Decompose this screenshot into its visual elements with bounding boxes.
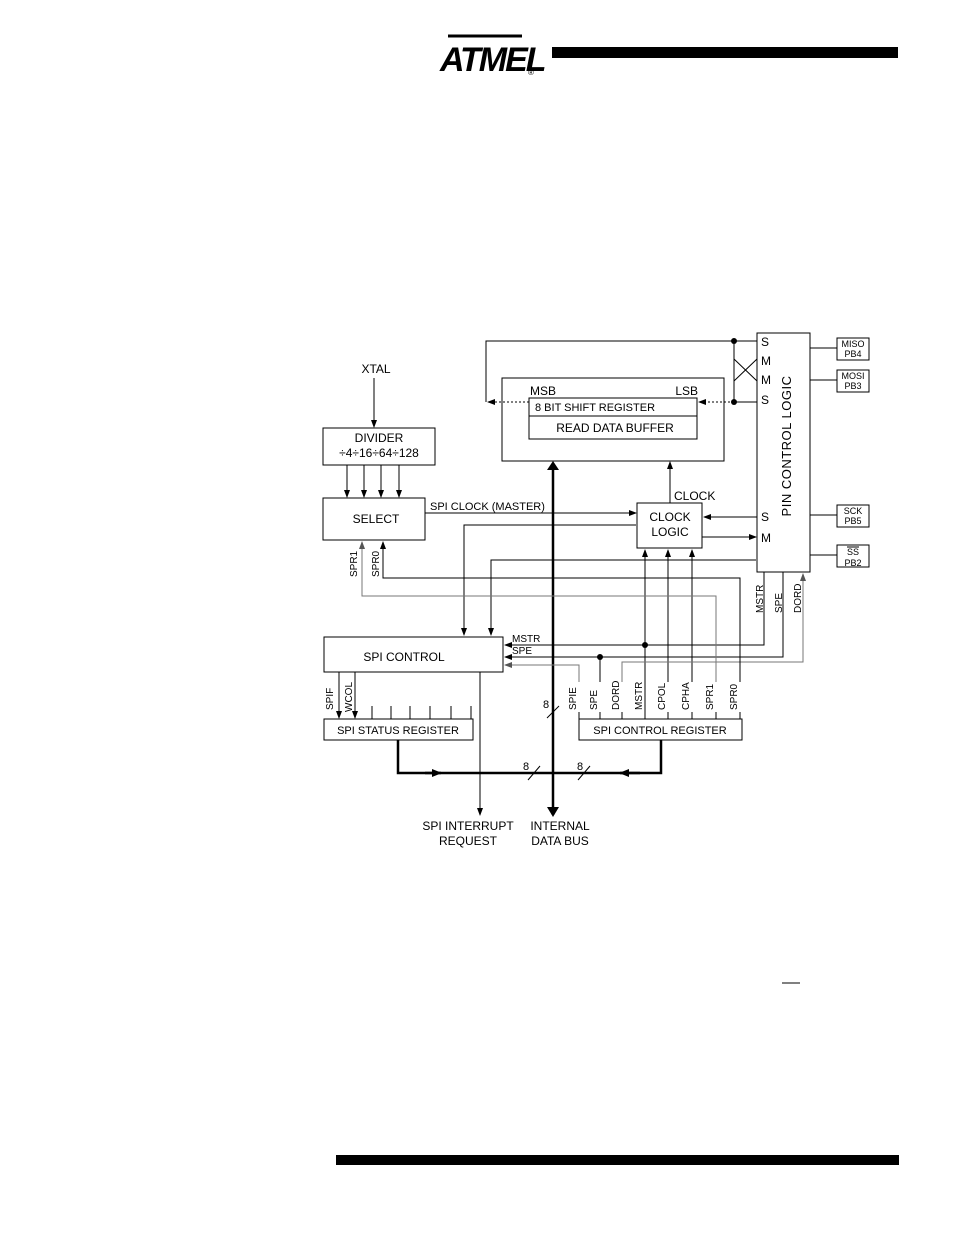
divider-ratios: ÷4÷16÷64÷128 xyxy=(339,446,419,460)
pin-io-m2: M xyxy=(761,373,771,387)
pin-dord-label: DORD xyxy=(793,584,804,613)
pin-spe-label: SPE xyxy=(774,593,785,613)
spif-label: SPIF xyxy=(325,688,336,710)
shift-register-pin-wiring xyxy=(485,338,758,405)
wcol-label: WCOL xyxy=(344,682,355,712)
lsb-label: LSB xyxy=(675,384,698,398)
pin-ss-name: SS xyxy=(847,547,859,557)
interrupt-line2: REQUEST xyxy=(439,834,498,848)
spi-clock-master-label: SPI CLOCK (MASTER) xyxy=(430,501,545,513)
pin-ss-port: PB2 xyxy=(844,558,861,568)
atmel-logo-text: ATMEL xyxy=(439,41,545,79)
spi-control-label: SPI CONTROL xyxy=(363,650,445,664)
pin-miso-name: MISO xyxy=(841,339,864,349)
xtal-label: XTAL xyxy=(361,362,390,376)
spe-input-label: SPE xyxy=(512,646,532,657)
cr-bit-spie: SPIE xyxy=(568,687,579,710)
pin-miso-port: PB4 xyxy=(844,349,861,359)
spi-control-box xyxy=(323,636,504,673)
pin-mosi-port: PB3 xyxy=(844,381,861,391)
bus-width-label-b: 8 xyxy=(523,761,529,773)
data-bus-line2: DATA BUS xyxy=(531,834,589,848)
mstr-input-label: MSTR xyxy=(512,634,540,645)
bus-width-label-c: 8 xyxy=(577,761,583,773)
pin-sck: SCK PB5 xyxy=(810,504,870,528)
pin-sck-name: SCK xyxy=(844,506,863,516)
pin-io-m3: M xyxy=(761,531,771,545)
spi-control-register-label: SPI CONTROL REGISTER xyxy=(593,725,727,737)
status-register-bit-lines xyxy=(371,706,472,719)
data-bus-line1: INTERNAL xyxy=(530,819,590,833)
pin-io-s2: S xyxy=(761,393,769,407)
divider-box xyxy=(322,427,436,466)
spr1-select-label: SPR1 xyxy=(349,550,360,577)
cr-bit-mstr: MSTR xyxy=(634,682,645,710)
bus-width-label-a: 8 xyxy=(543,699,549,711)
pin-io-s1: S xyxy=(761,335,769,349)
bus-arrow-bottom xyxy=(547,807,559,817)
footer-rule xyxy=(336,1155,899,1165)
control-register-bit-lines xyxy=(578,712,741,719)
select-label: SELECT xyxy=(353,512,400,526)
spr0-select-label: SPR0 xyxy=(371,550,382,577)
control-register-outputs xyxy=(359,541,806,712)
pin-io-s3: S xyxy=(761,510,769,524)
clock-logic-line1: CLOCK xyxy=(649,510,690,524)
interrupt-line1: SPI INTERRUPT xyxy=(422,819,514,833)
cr-bit-spr1: SPR1 xyxy=(705,683,716,710)
pin-miso: MISO PB4 xyxy=(810,337,870,361)
msb-label: MSB xyxy=(530,384,556,398)
pin-control-logic-box xyxy=(756,332,811,573)
read-buffer-box xyxy=(528,415,698,440)
pin-ss: SS PB2 xyxy=(810,544,870,568)
bus-arrow-top xyxy=(547,461,559,470)
pin-io-m1: M xyxy=(761,354,771,368)
bus-width-tick-a xyxy=(546,705,560,719)
cr-bit-cpha: CPHA xyxy=(681,682,692,710)
cr-bit-spr0: SPR0 xyxy=(729,683,740,710)
cr-bit-cpol: CPOL xyxy=(657,682,668,710)
pin-mosi-name: MOSI xyxy=(841,371,864,381)
atmel-logo: ATMEL ® xyxy=(439,34,547,79)
pin-mosi: MOSI PB3 xyxy=(810,369,870,393)
cr-bit-spe: SPE xyxy=(589,690,600,710)
shift-register-label: 8 BIT SHIFT REGISTER xyxy=(535,402,655,414)
cr-bit-dord: DORD xyxy=(611,681,622,710)
spi-status-register-label: SPI STATUS REGISTER xyxy=(337,725,459,737)
register-bus xyxy=(396,740,663,781)
pin-sck-port: PB5 xyxy=(844,516,861,526)
registered-mark: ® xyxy=(528,68,534,77)
pin-control-logic-label: PIN CONTROL LOGIC xyxy=(779,376,794,517)
divider-title: DIVIDER xyxy=(355,431,404,445)
pin-mstr-label: MSTR xyxy=(755,585,766,613)
select-box xyxy=(322,497,426,541)
clock-label: CLOCK xyxy=(674,489,715,503)
read-buffer-label: READ DATA BUFFER xyxy=(556,421,674,435)
clock-logic-line2: LOGIC xyxy=(651,525,689,539)
header-rule xyxy=(552,47,898,58)
divider-to-select-arrows xyxy=(344,465,402,498)
